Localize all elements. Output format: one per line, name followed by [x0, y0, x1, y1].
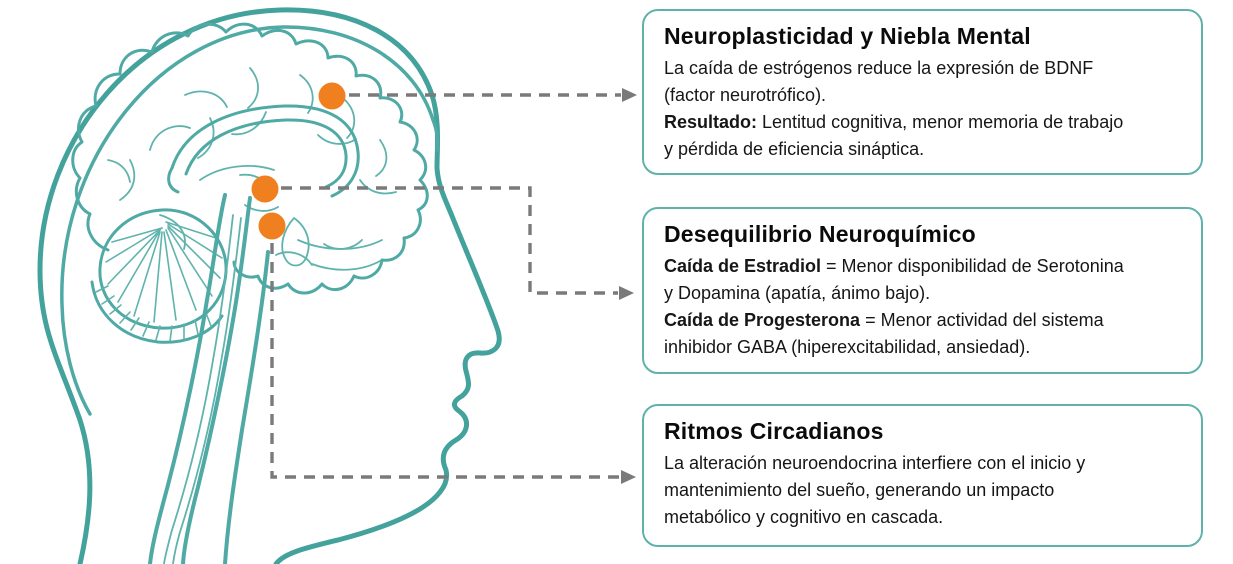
callout-title-neurochemical: Desequilibrio Neuroquímico: [664, 221, 976, 247]
callout-neuroplasticity: Neuroplasticidad y Niebla Mental La caíd…: [642, 9, 1203, 175]
pituitary-gland: [281, 217, 310, 267]
hypothalamus-marker-dot: [251, 175, 279, 203]
callout-body-circadian: La alteración neuroendocrina interfiere …: [664, 453, 1086, 527]
head-outline: [37, 7, 502, 564]
pituitary-marker-dot: [258, 212, 286, 240]
connector-arrowhead-neurochemical: [619, 286, 634, 300]
callout-title-neuroplasticity: Neuroplasticidad y Niebla Mental: [664, 23, 1031, 49]
callout-body-neurochemical: Caída de Estradiol = Menor disponibilida…: [664, 256, 1124, 357]
cerebellum-hatching: [95, 285, 212, 342]
brainstem: [148, 193, 270, 564]
callout-circadian: Ritmos Circadianos La alteración neuroen…: [642, 404, 1203, 547]
cortex-marker-dot: [318, 82, 346, 110]
callout-body-neuroplasticity: La caída de estrógenos reduce la expresi…: [664, 58, 1124, 159]
temporal-sulci-lines: [297, 239, 383, 271]
connector-arrowhead-circadian: [621, 470, 636, 484]
skull-inner-line: [60, 25, 440, 416]
cerebellum: [90, 208, 228, 344]
callout-title-circadian: Ritmos Circadianos: [664, 418, 884, 444]
connector-line-neurochemical: [281, 186, 618, 295]
callout-neurochemical: Desequilibrio Neuroquímico Caída de Estr…: [642, 207, 1203, 374]
spinal-cord-lines: [163, 214, 242, 564]
connector-line-circadian: [270, 243, 620, 479]
cerebrum-outline: [71, 22, 429, 295]
connector-arrowhead-neuroplasticity: [622, 88, 637, 102]
connectors: [270, 88, 637, 484]
